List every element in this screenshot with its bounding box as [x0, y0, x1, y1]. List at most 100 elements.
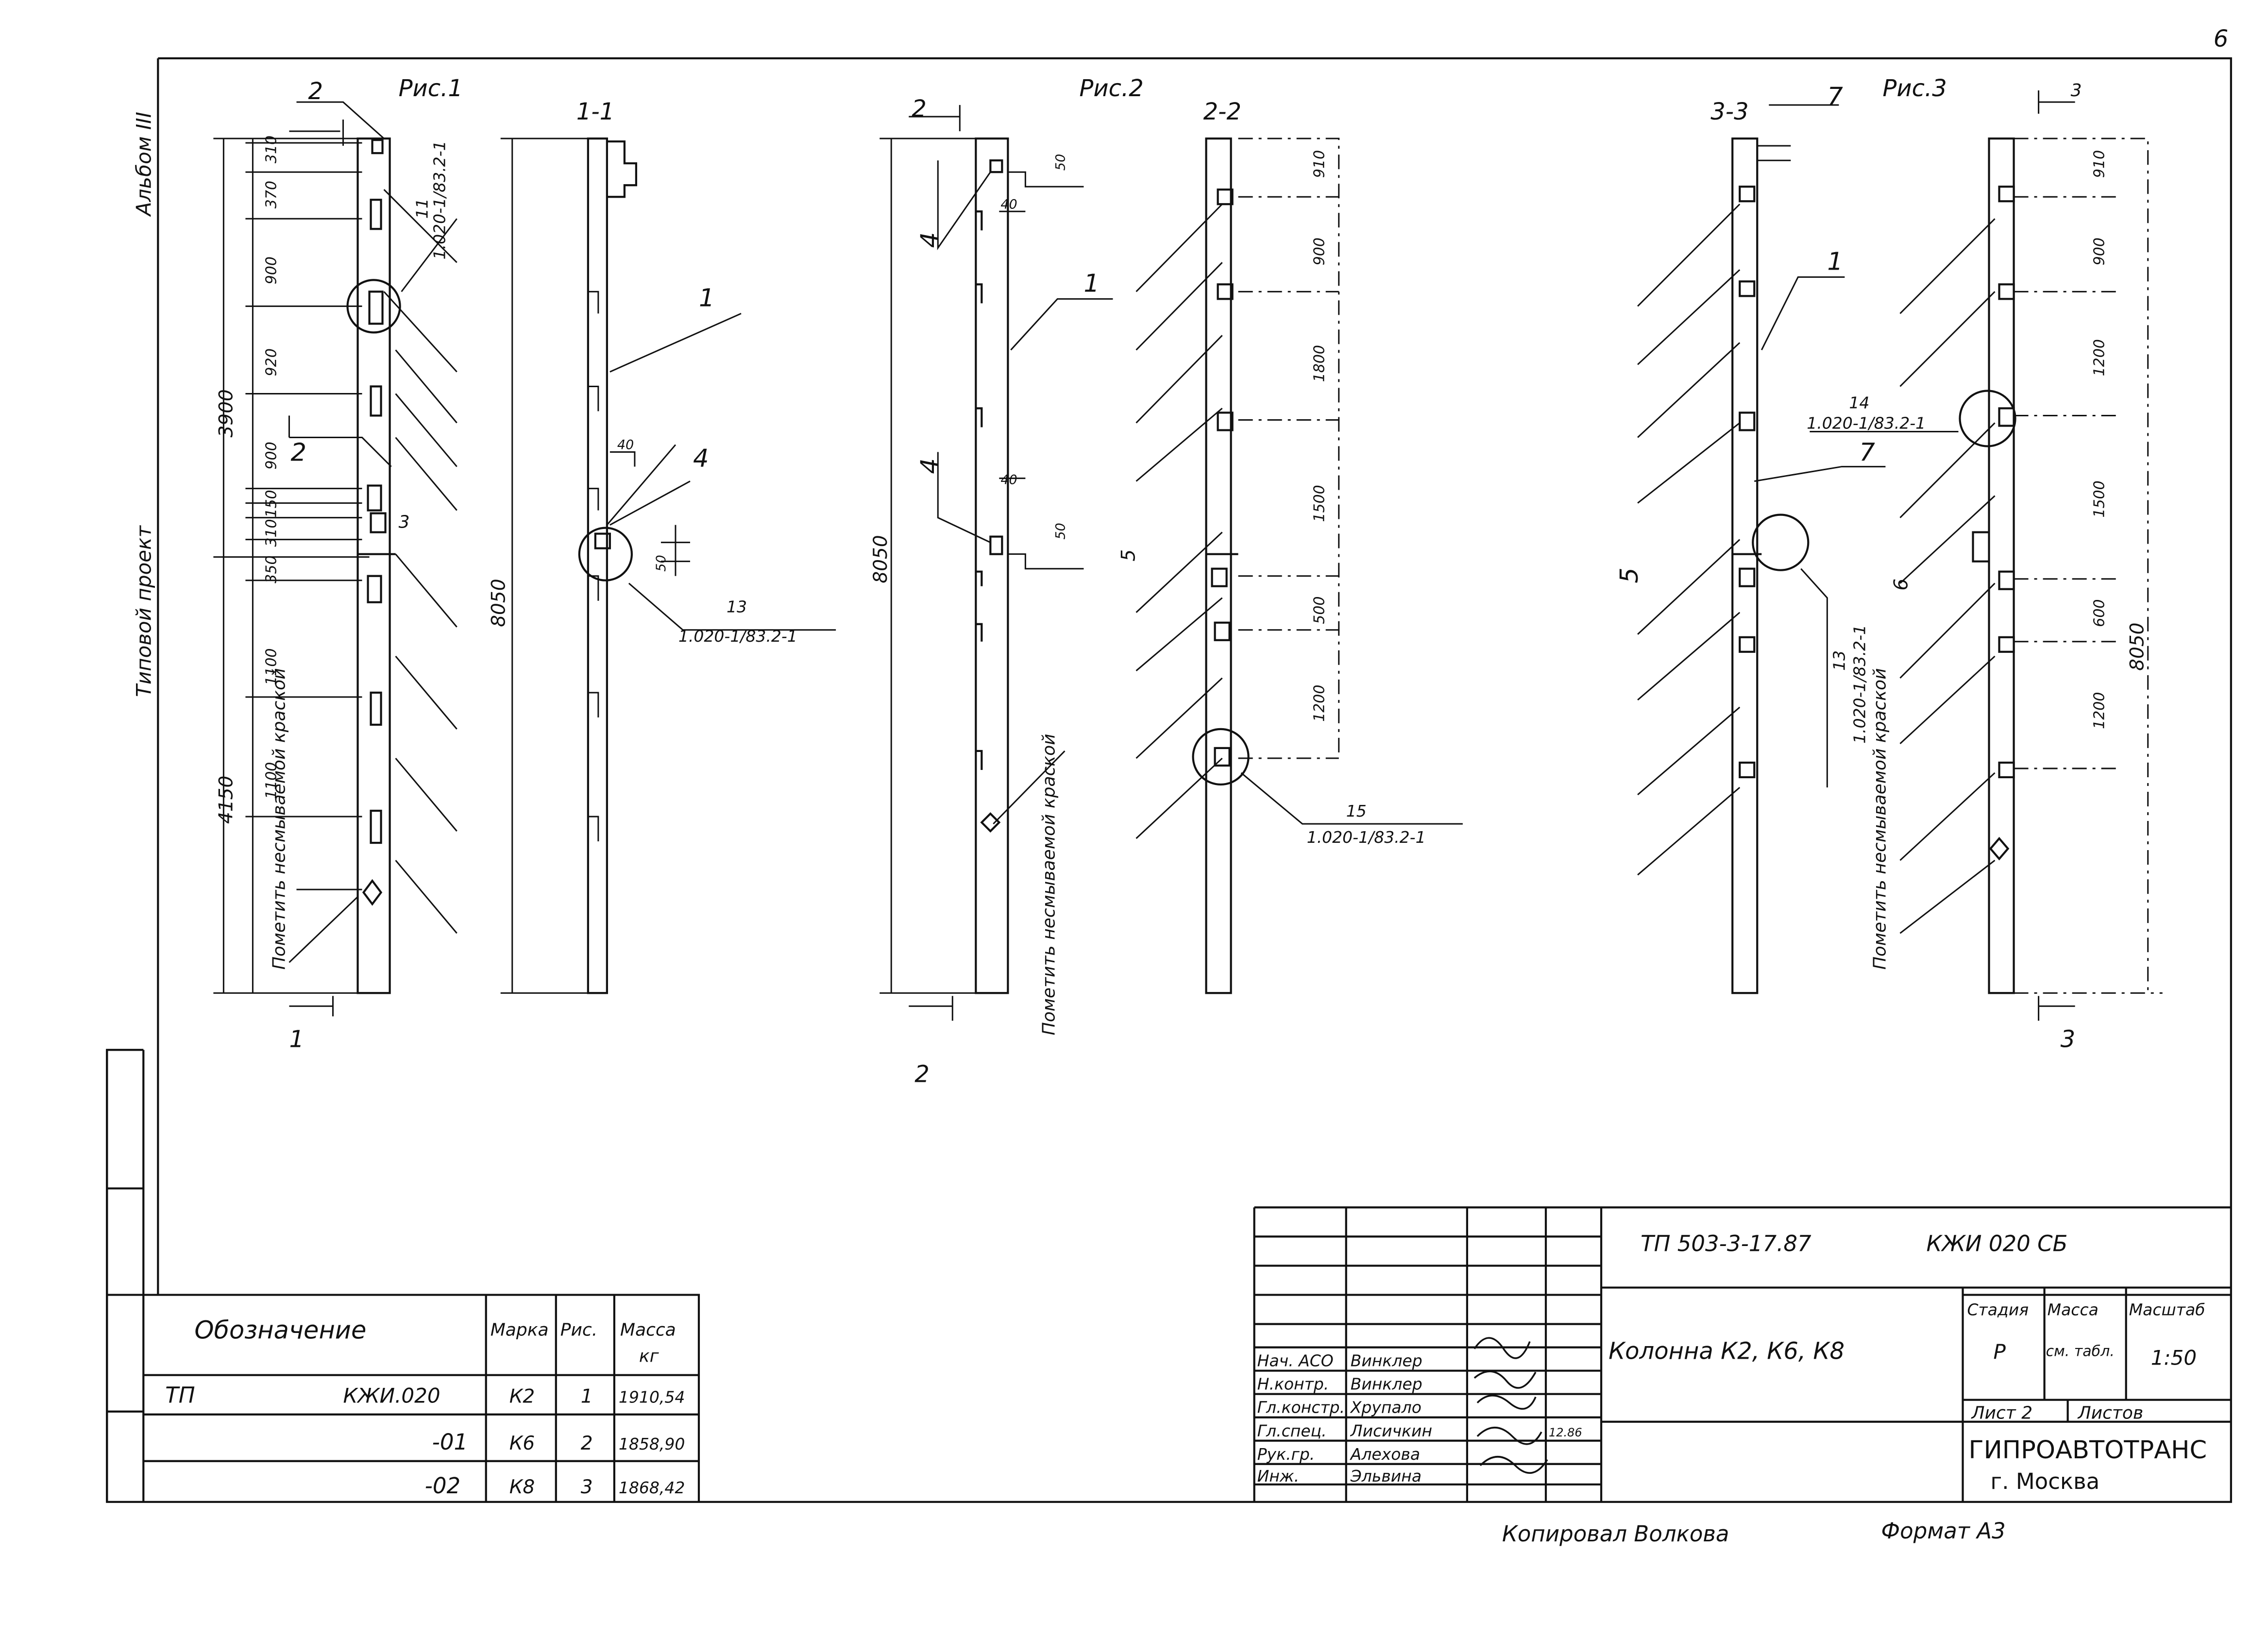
dim-value: 150 — [263, 490, 280, 517]
row3-mass: 1868,42 — [619, 1478, 685, 1497]
section-2-2 — [1135, 137, 1463, 994]
fig1-column — [346, 137, 401, 994]
paint-notes: Пометить несмываемой краской Пометить не… — [269, 668, 1890, 1035]
sign-name: Хрупало — [1350, 1398, 1422, 1417]
scale-value: 1:50 — [2151, 1346, 2197, 1370]
callout-13b-ref: 1.020-1/83.2-1 — [1850, 625, 1869, 744]
col-header-mass-unit: кг — [639, 1347, 660, 1366]
position-mark: 4 — [915, 232, 944, 248]
dim-value: 40 — [1000, 197, 1017, 212]
sign-role: Н.контр. — [1257, 1375, 1329, 1394]
sign-role: Гл.спец. — [1257, 1421, 1327, 1440]
drawing-title: Колонна К2, К6, К8 — [1608, 1338, 1845, 1365]
position-mark: 2 — [290, 439, 306, 467]
spec-table: Обозначение Марка Рис. Масса кг ТП КЖИ.0… — [165, 1316, 685, 1499]
title-block: ТП 503-3-17.87 КЖИ 020 СБ Колонна К2, К6… — [1257, 1231, 2207, 1494]
small-dimensions: 40 50 40 50 50 40 — [617, 154, 1068, 572]
title-block-grid — [1253, 1206, 2231, 1502]
position-mark: 1 — [1083, 269, 1099, 298]
scale-label: Масштаб — [2129, 1300, 2205, 1319]
fig3-title: Рис.3 — [1882, 75, 1946, 102]
dim-value: 1100 — [263, 762, 280, 799]
fig2-column — [880, 105, 1113, 1021]
sign-name: Винклер — [1351, 1375, 1422, 1394]
paint-note-fig1: Пометить несмываемой краской — [269, 668, 289, 970]
section-1-1-title: 1-1 — [576, 98, 614, 125]
sign-name: Алехова — [1350, 1445, 1420, 1464]
position-mark: 1 — [699, 284, 714, 312]
callout-15-number: 15 — [1346, 802, 1367, 820]
callout-13b-number: 13 — [1829, 650, 1848, 671]
dim-value: 900 — [263, 256, 280, 284]
spec-table-grid — [143, 1294, 700, 1502]
stage-label: Стадия — [1967, 1300, 2029, 1319]
row1-code: КЖИ.020 — [343, 1384, 440, 1408]
dim-value: 40 — [1000, 473, 1017, 488]
sign-role: Гл.констр. — [1257, 1398, 1345, 1417]
row2-mass: 1858,90 — [619, 1434, 685, 1453]
callout-11-ref: 1.020-1/83.2-1 — [430, 140, 449, 259]
position-mark: 5 — [1615, 567, 1644, 583]
mass-label: Масса — [2048, 1300, 2099, 1319]
cut-mark-2-top: 2 — [308, 78, 323, 105]
row2-code: -01 — [432, 1429, 468, 1455]
sheets-label: Листов — [2077, 1403, 2144, 1423]
section-2-2-title: 2-2 — [1203, 98, 1241, 125]
dim-lower: 4150 — [215, 776, 237, 824]
callout-13a-number: 13 — [727, 598, 747, 616]
dim-total-sec1: 8050 — [488, 579, 510, 627]
stage-value: Р — [1994, 1340, 2006, 1364]
dim-value: 370 — [263, 181, 280, 208]
cut-mark-1-bottom: 1 — [289, 1025, 304, 1053]
dim-value: 310 — [263, 519, 280, 546]
dim-value: 920 — [263, 348, 280, 376]
album-label: Альбом III — [132, 112, 155, 217]
row2-mark: К6 — [509, 1433, 535, 1454]
dim-value: 900 — [263, 442, 280, 469]
format-label: Формат А3 — [1881, 1518, 2005, 1544]
project-label: Типовой проект — [132, 525, 155, 697]
col-header-fig: Рис. — [560, 1320, 597, 1340]
mass-value: см. табл. — [2046, 1343, 2115, 1360]
dim-value: 900 — [2091, 238, 2108, 265]
dim-value: 910 — [2091, 150, 2108, 178]
sign-name: Эльвина — [1350, 1467, 1422, 1485]
position-mark: 5 — [1118, 549, 1140, 562]
sign-role: Нач. АСО — [1257, 1351, 1334, 1370]
fig2-dimension-chain: 910 900 1800 1500 500 1200 — [1311, 150, 1328, 722]
dim-value: 1500 — [2091, 480, 2108, 517]
col-header-mass: Масса — [620, 1320, 676, 1340]
dim-upper: 3900 — [215, 389, 237, 437]
position-mark: 4 — [915, 458, 944, 474]
sign-role: Рук.гр. — [1257, 1445, 1315, 1464]
page-number: 6 — [2214, 25, 2229, 52]
fig2-title: Рис.2 — [1079, 75, 1143, 102]
position-mark: 1 — [1827, 247, 1843, 276]
dim-value: 600 — [2091, 599, 2108, 627]
position-mark: 4 — [693, 444, 709, 473]
project-code: ТП 503-3-17.87 — [1641, 1231, 1811, 1257]
sheet-label: Лист 2 — [1971, 1403, 2033, 1423]
cut-mark-2-top-fig2: 2 — [912, 95, 927, 122]
sign-name: Винклер — [1351, 1351, 1422, 1370]
paint-note-fig3: Пометить несмываемой краской — [1870, 668, 1890, 970]
col-header-designation: Обозначение — [194, 1316, 366, 1345]
city: г. Москва — [1991, 1468, 2100, 1494]
row3-code: -02 — [425, 1473, 461, 1499]
row3-mark: К8 — [509, 1476, 535, 1498]
dim-value: 900 — [1311, 238, 1328, 265]
fig1-dimension-chain: 310 370 900 920 900 150 310 350 1100 110… — [263, 136, 280, 799]
dim-value: 40 — [617, 438, 634, 453]
col-header-mark: Марка — [491, 1320, 549, 1340]
position-mark: 3 — [399, 512, 410, 532]
organization: ГИПРОАВТОТРАНС — [1969, 1436, 2207, 1465]
cut-mark-3-bottom: 3 — [2061, 1025, 2076, 1053]
position-mark: 6 — [1890, 579, 1912, 591]
row1-fig: 1 — [581, 1386, 593, 1408]
signature-rows: Нач. АСО Винклер Н.контр. Винклер Гл.кон… — [1257, 1351, 1582, 1485]
dim-value: 50 — [1053, 154, 1068, 171]
dim-value: 50 — [654, 555, 669, 571]
dim-value: 350 — [263, 555, 280, 583]
row2-fig: 2 — [581, 1433, 593, 1454]
dim-value: 50 — [1053, 523, 1068, 539]
